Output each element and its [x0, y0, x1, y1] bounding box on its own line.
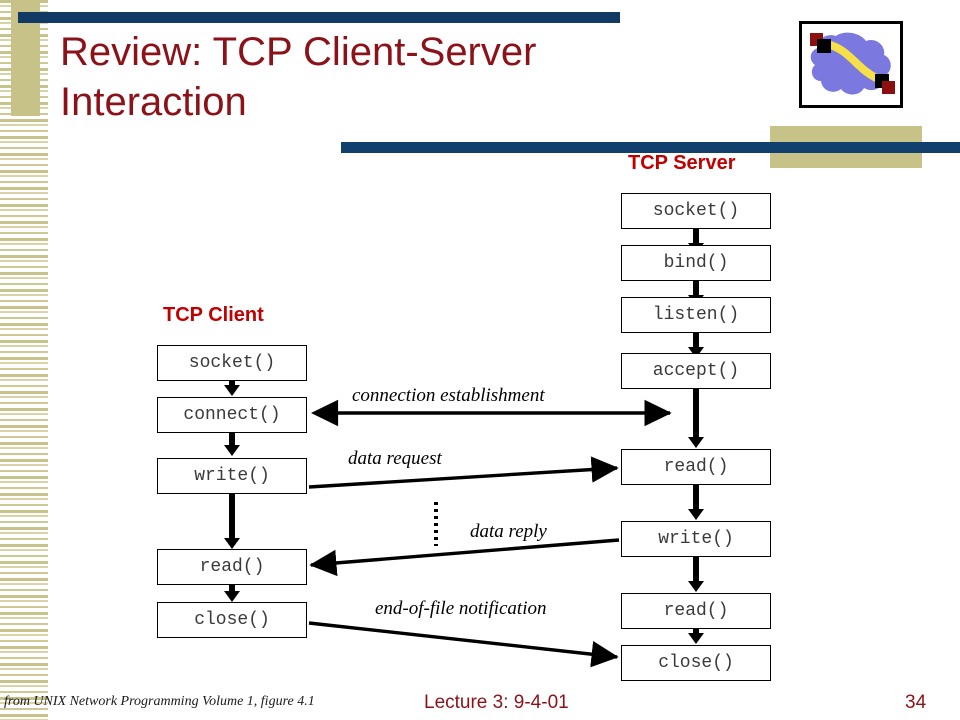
title-rule-middle — [341, 142, 960, 153]
server-step-socket[interactable]: socket() — [621, 193, 771, 229]
arrow-data-request — [308, 456, 619, 489]
annotation-end-of-file-notification: end-of-file notification — [375, 598, 547, 619]
client-arrow-write-read — [224, 494, 240, 549]
dotted-separator — [434, 502, 438, 546]
server-step-listen[interactable]: listen() — [621, 297, 771, 333]
network-cloud-icon — [810, 32, 895, 95]
client-arrow-socket-connect — [224, 381, 240, 396]
column-caption-client: TCP Client — [163, 304, 264, 326]
server-step-close[interactable]: close() — [621, 645, 771, 681]
footer-page-number: 34 — [905, 692, 927, 713]
server-arrow-read-write — [688, 485, 704, 520]
annotation-data-request: data request — [348, 448, 442, 469]
annotation-connection-establishment: connection establishment — [352, 385, 545, 406]
arrow-end-of-file-notification — [308, 621, 619, 668]
server-step-read-eof[interactable]: read() — [621, 593, 771, 629]
footer-lecture-label: Lecture 3: 9-4-01 — [424, 692, 569, 713]
client-step-socket[interactable]: socket() — [157, 345, 307, 381]
footer-source-citation: from UNIX Network Programming Volume 1, … — [4, 694, 315, 709]
server-arrow-write-read — [688, 557, 704, 592]
network-cloud-logo — [799, 21, 903, 108]
client-step-read[interactable]: read() — [157, 549, 307, 585]
arrow-data-reply — [309, 538, 620, 577]
server-arrow-read-close — [688, 629, 704, 644]
server-arrow-socket-bind — [688, 229, 704, 254]
client-step-close[interactable]: close() — [157, 602, 307, 638]
client-arrow-read-close — [224, 585, 240, 602]
column-caption-server: TCP Server — [628, 152, 736, 174]
title-rule-top — [18, 12, 620, 23]
client-step-connect[interactable]: connect() — [157, 397, 307, 433]
server-arrow-bind-listen — [688, 281, 704, 306]
server-arrow-accept-read — [688, 389, 704, 448]
server-step-accept[interactable]: accept() — [621, 353, 771, 389]
server-step-bind[interactable]: bind() — [621, 245, 771, 281]
annotation-data-reply: data reply — [470, 521, 547, 542]
client-step-write[interactable]: write() — [157, 458, 307, 494]
client-arrow-connect-write — [224, 433, 240, 456]
server-step-write[interactable]: write() — [621, 521, 771, 557]
server-arrow-listen-accept — [688, 333, 704, 358]
page-title: Review: TCP Client-Server Interaction — [60, 30, 537, 124]
left-decorative-stripes — [0, 0, 48, 720]
server-step-read-request[interactable]: read() — [621, 449, 771, 485]
